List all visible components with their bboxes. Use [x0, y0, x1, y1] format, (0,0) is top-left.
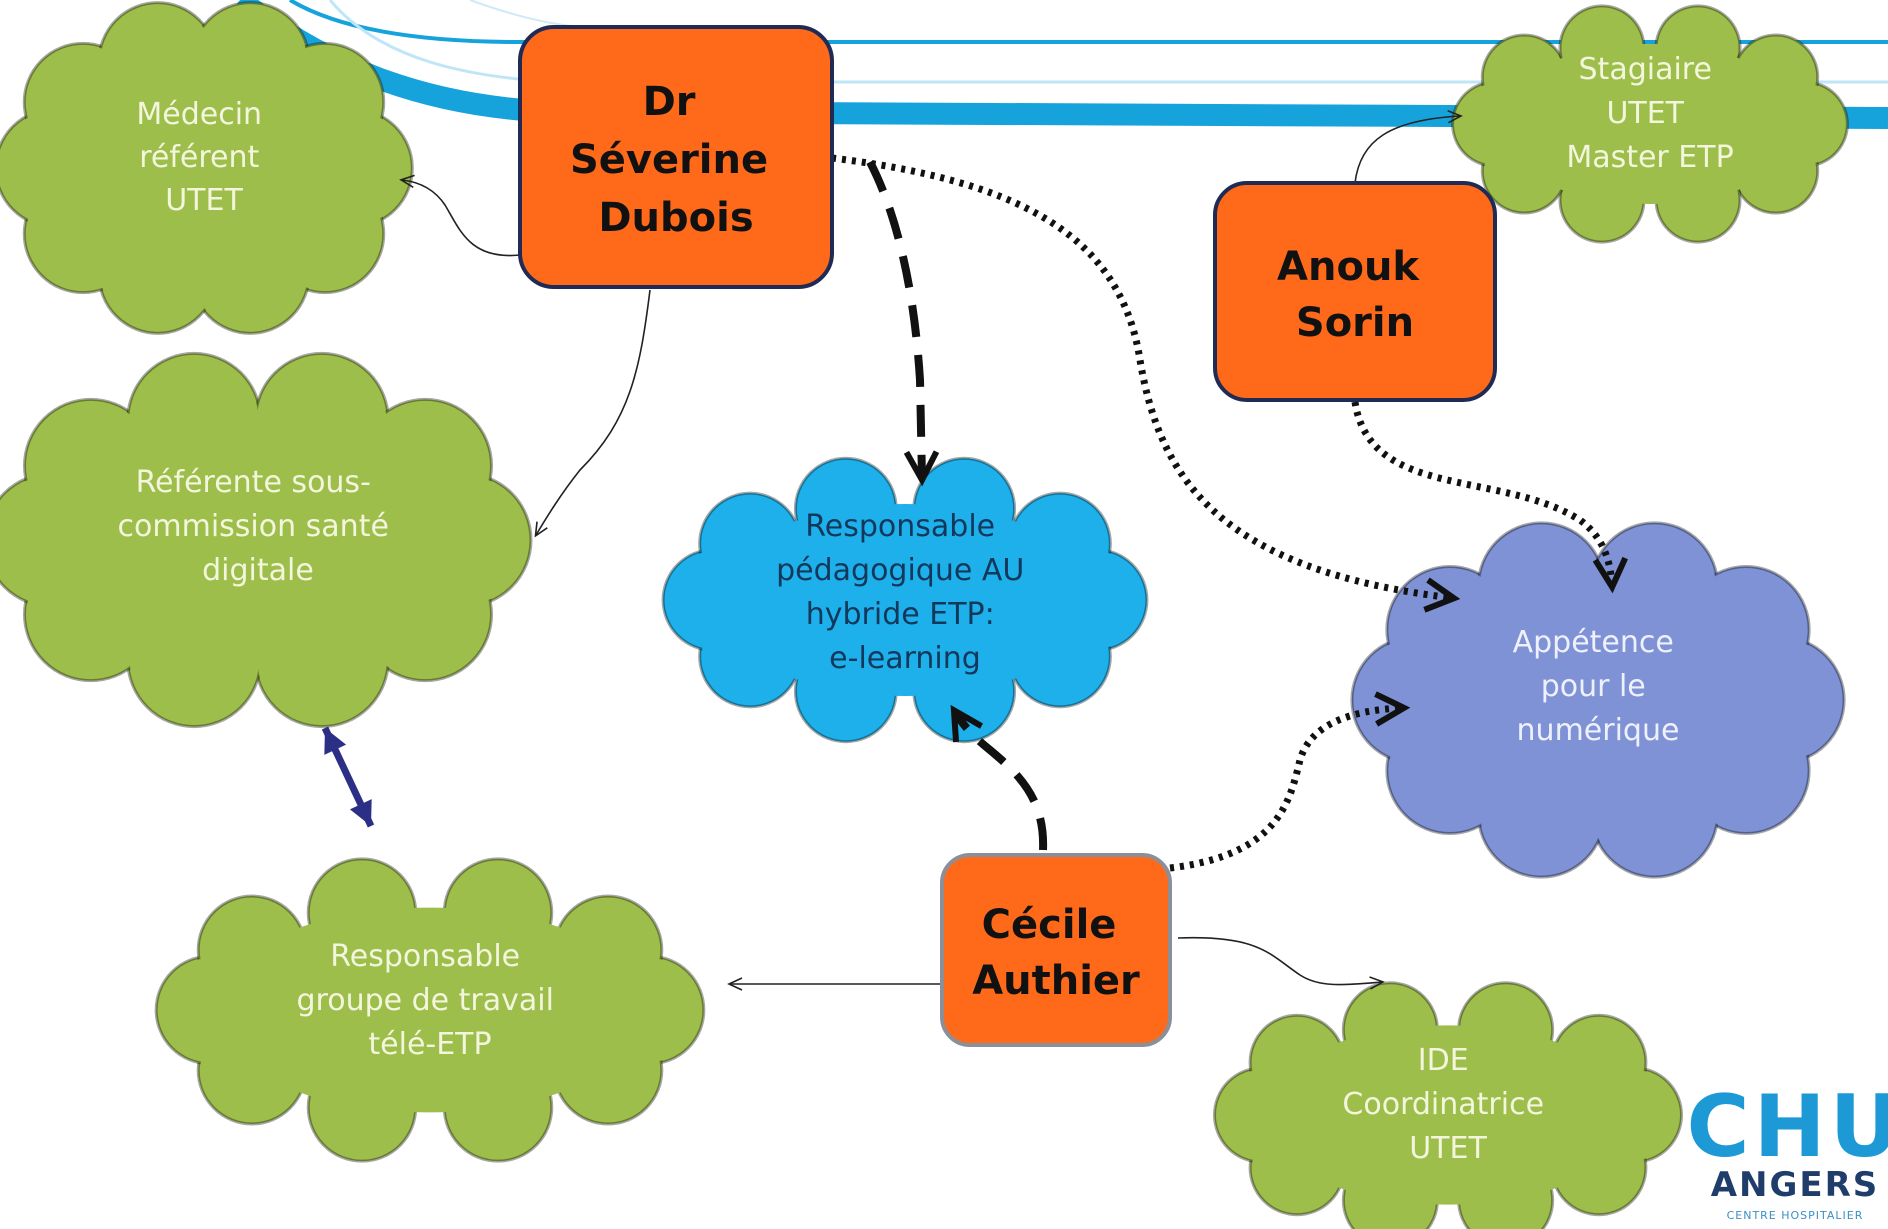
person-box-authier: Cécile Authier — [940, 853, 1172, 1047]
cloud-responsable-groupe-line-3: télé-ETP — [368, 1027, 491, 1062]
logo-main-text: CHU — [1687, 1077, 1888, 1177]
arrow-dubois-to-medecin — [399, 174, 521, 257]
person-sorin-line-2: Sorin — [1296, 300, 1414, 346]
person-dubois-line-1: Dr — [643, 79, 696, 125]
person-authier-line-2: Authier — [972, 958, 1140, 1004]
cloud-responsable-groupe-line-1: Responsable — [330, 939, 520, 974]
cloud-pedagogique-line-2: pédagogique AU — [776, 553, 1024, 588]
cloud-pedagogique-line-1: Responsable — [805, 509, 995, 544]
cloud-pedagogique-line-3: hybride ETP: — [806, 597, 995, 632]
person-box-dubois: Dr Séverine Dubois — [518, 25, 834, 289]
connectors — [321, 109, 1628, 991]
logo-sub-text: CENTRE HOSPITALIER — [1727, 1209, 1864, 1222]
cloud-referente-text: Référente sous- commission santé digital… — [118, 465, 399, 588]
cloud-medecin-line-1: Médecin — [136, 97, 262, 132]
cloud-ide — [1212, 981, 1684, 1229]
arrow-authier-to-ide — [1177, 936, 1385, 990]
cloud-responsable-groupe-text: Responsable groupe de travail télé-ETP — [297, 939, 564, 1062]
cloud-referente-line-1: Référente sous- — [136, 465, 371, 500]
person-dubois-line-2: Séverine — [570, 137, 768, 183]
person-dubois-line-3: Dubois — [598, 195, 753, 241]
banner-swoosh-thin — [288, 0, 1888, 44]
arrow-dubois-to-pedagogique — [866, 160, 940, 487]
person-box-sorin: Anouk Sorin — [1213, 181, 1497, 402]
cloud-stagiaire-text: Stagiaire UTET Master ETP — [1566, 52, 1733, 175]
arrow-dubois-to-appetence — [831, 154, 1461, 613]
cloud-ide-line-3: UTET — [1409, 1131, 1487, 1166]
cloud-referente-line-2: commission santé — [118, 509, 389, 544]
cloud-appetence-line-2: pour le — [1541, 669, 1646, 704]
cloud-medecin — [0, 1, 414, 335]
arrow-sorin-to-stagiaire — [1354, 109, 1463, 184]
cloud-appetence-text: Appétence pour le numérique — [1513, 625, 1684, 748]
arrow-authier-to-pedagogique — [950, 704, 1048, 851]
cloud-ide-line-2: Coordinatrice — [1342, 1087, 1544, 1122]
cloud-appetence-line-1: Appétence — [1513, 625, 1674, 660]
logo-city-text: ANGERS — [1711, 1165, 1880, 1205]
person-sorin-line-1: Anouk — [1277, 244, 1420, 290]
cloud-medecin-line-3: UTET — [165, 183, 243, 218]
person-dubois-text: Dr Séverine Dubois — [570, 79, 782, 241]
cloud-layer — [0, 1, 1849, 1229]
arrow-dubois-to-referente — [534, 289, 651, 538]
cloud-medecin-text: Médecin référent UTET — [136, 97, 271, 218]
cloud-pedagogique-text: Responsable pédagogique AU hybride ETP: … — [776, 509, 1034, 676]
cloud-stagiaire — [1451, 4, 1849, 244]
cloud-appetence-line-3: numérique — [1517, 713, 1680, 748]
cloud-appetence — [1350, 521, 1846, 879]
cloud-stagiaire-line-3: Master ETP — [1566, 140, 1733, 175]
cloud-ide-line-1: IDE — [1418, 1043, 1469, 1078]
cloud-responsable-groupe — [154, 857, 706, 1163]
cloud-referente — [0, 351, 533, 729]
cloud-stagiaire-line-1: Stagiaire — [1579, 52, 1712, 87]
double-arrow-referente-groupe — [321, 726, 375, 828]
cloud-stagiaire-line-2: UTET — [1606, 96, 1684, 131]
cloud-ide-text: IDE Coordinatrice UTET — [1342, 1043, 1553, 1166]
person-authier-line-1: Cécile — [982, 902, 1117, 948]
person-sorin-text: Anouk Sorin — [1277, 244, 1433, 346]
cloud-referente-line-3: digitale — [202, 553, 314, 588]
cloud-responsable-groupe-line-2: groupe de travail — [297, 983, 554, 1018]
chu-angers-logo: CHU ANGERS CENTRE HOSPITALIER — [1687, 1077, 1888, 1222]
cloud-medecin-line-2: référent — [139, 140, 259, 175]
cloud-pedagogique-line-4: e-learning — [829, 641, 981, 676]
arrow-authier-to-appetence — [1169, 691, 1411, 872]
person-authier-text: Cécile Authier — [972, 902, 1140, 1004]
